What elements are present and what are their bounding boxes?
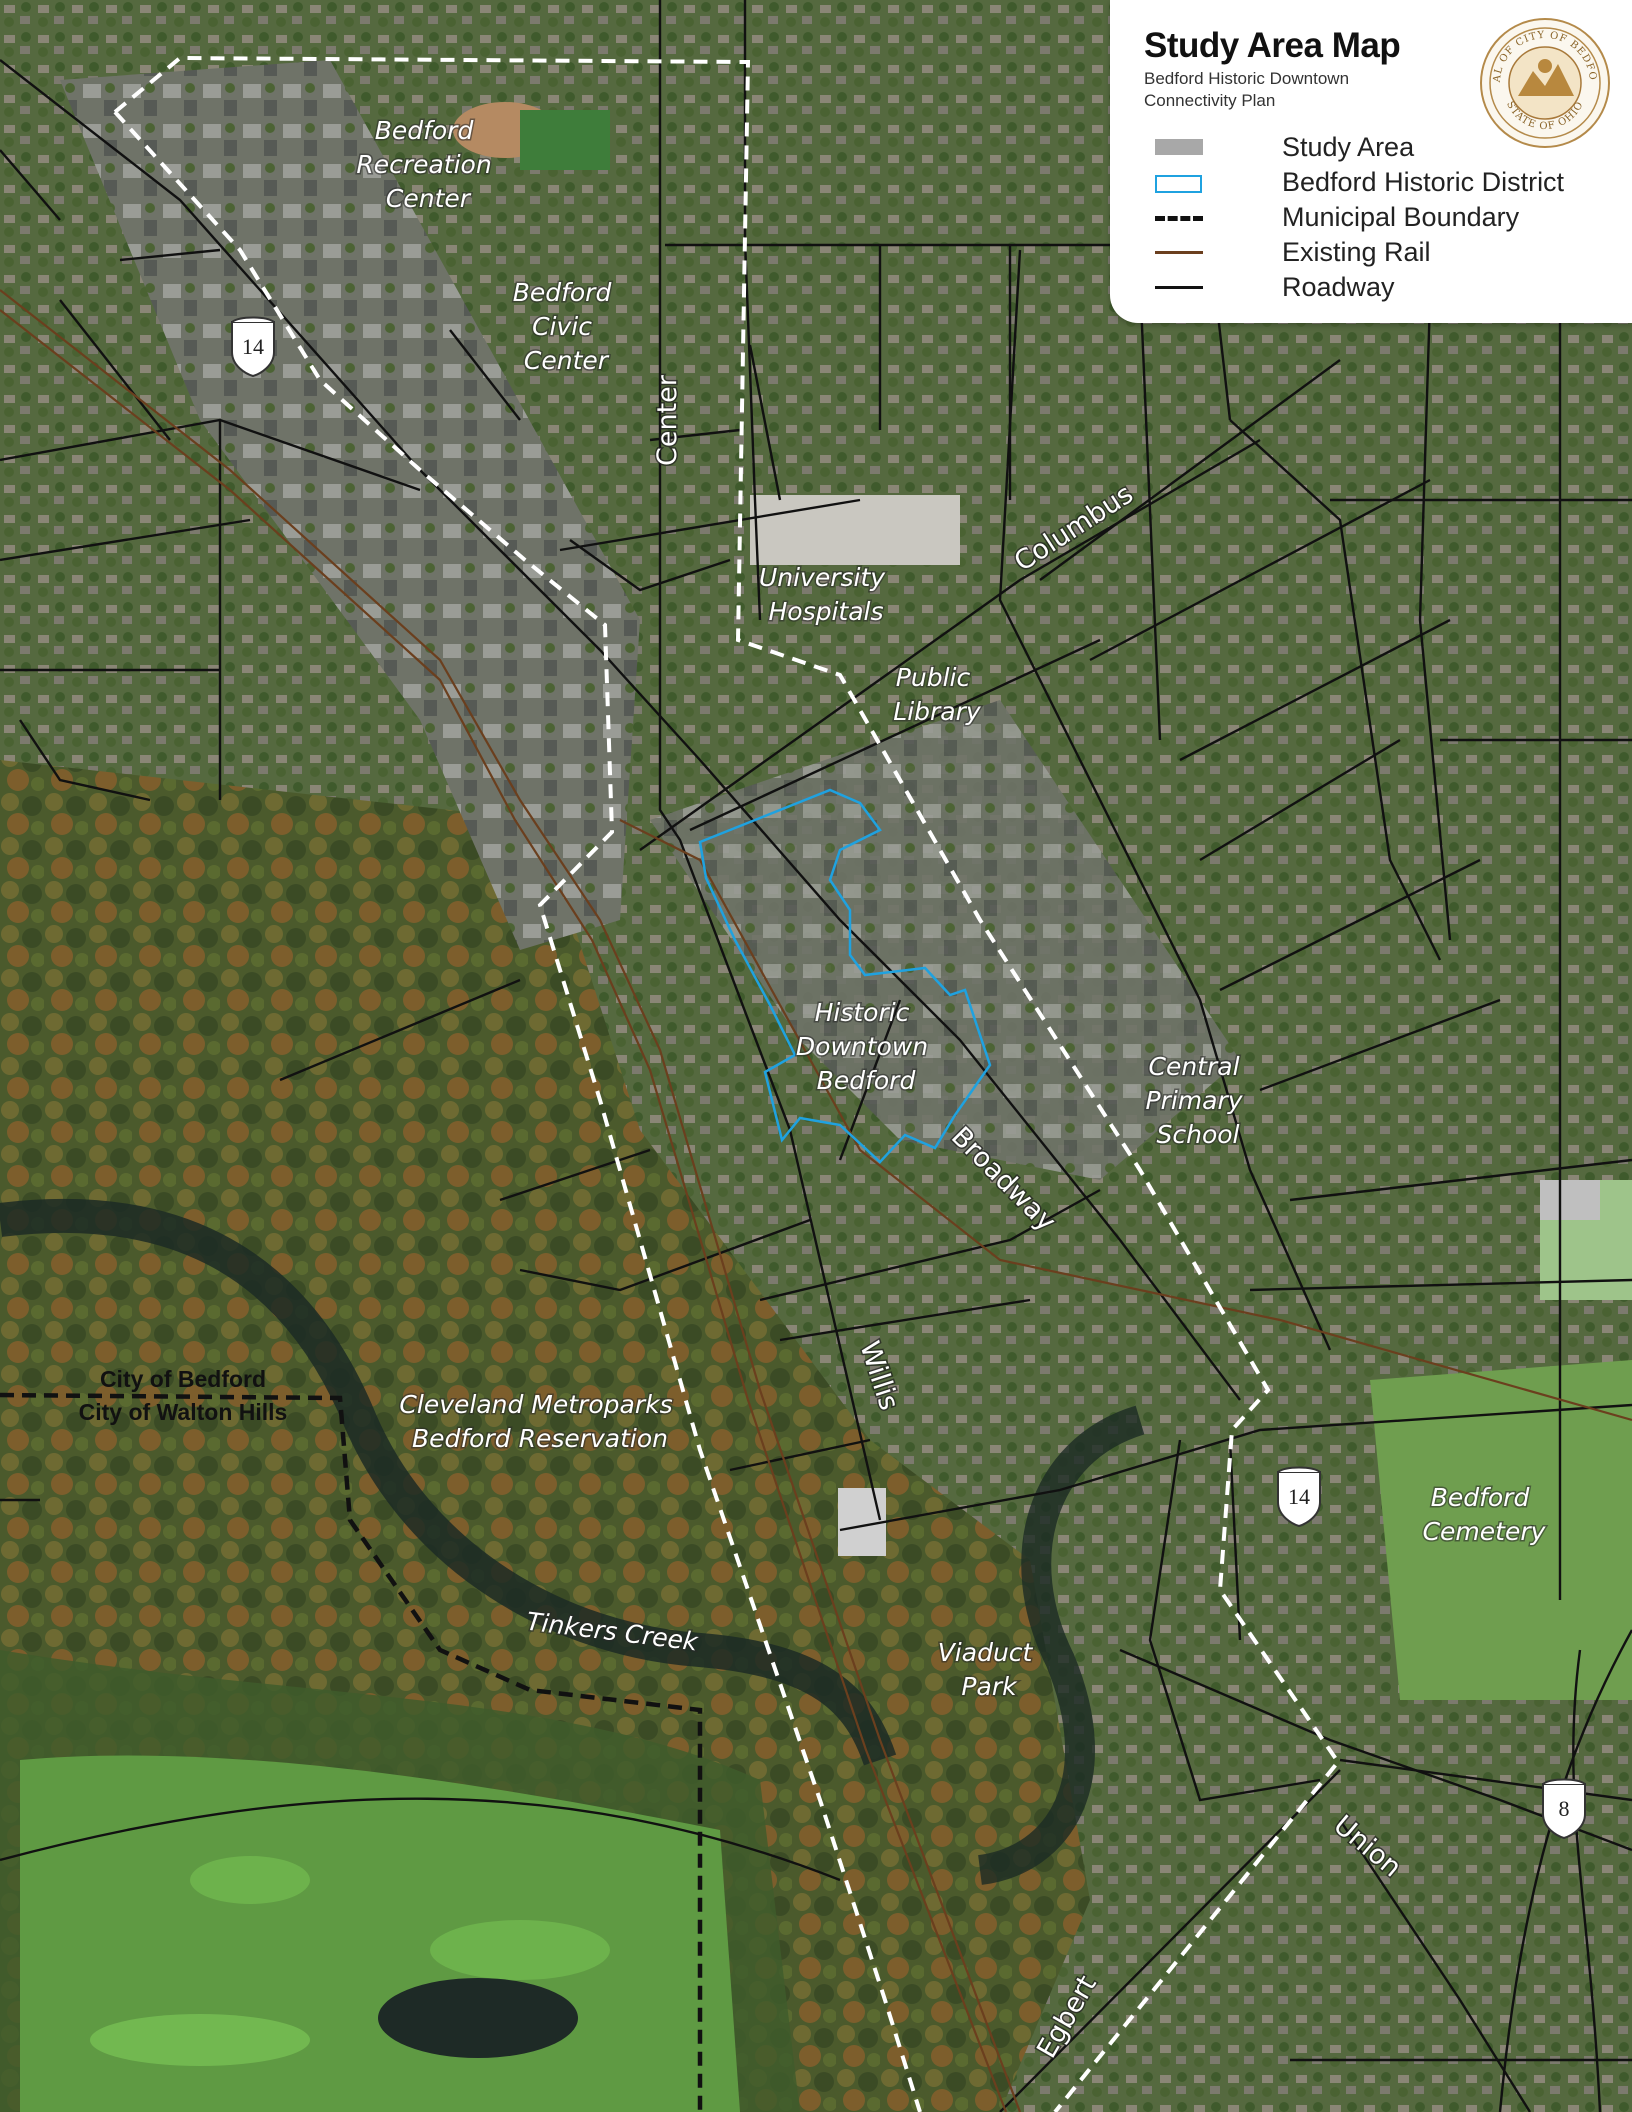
center-road-label: Center [652,374,683,466]
route-14-south-shield: 14 [1277,1466,1321,1528]
legend-item-label: Municipal Boundary [1282,202,1520,232]
route-8-shield: 8 [1542,1778,1586,1840]
bedford-cemetery-label: Bedford Cemetery [1423,1483,1547,1546]
svg-text:14: 14 [1288,1484,1310,1509]
recreation-center-label: Bedford Recreation Center [356,116,499,213]
legend-item-label: Study Area [1282,132,1415,162]
map-title: Study Area Map [1144,26,1401,65]
study-area-swatch [1155,139,1203,155]
svg-text:8: 8 [1559,1796,1570,1821]
historic-district-swatch [1155,175,1202,193]
study-area-boundary [113,55,1341,2112]
civic-center-label: Bedford Civic Center [513,278,620,375]
legend-item-label: Bedford Historic District [1282,167,1565,197]
municipal-boundary [0,1392,703,2112]
metroparks-label: Cleveland Metroparks Bedford Reservation [399,1390,680,1453]
roadway-swatch [1155,286,1203,289]
existing-rail-swatch [1155,251,1203,254]
city-seal-icon: SEAL OF CITY OF BEDFORD STATE OF OHIO [1478,16,1612,150]
public-library-label: Public Library [893,663,982,726]
route-14-north-shield: 14 [231,316,275,378]
svg-text:14: 14 [242,334,264,359]
city-of-walton-hills-label: City of Walton Hills [79,1399,288,1425]
central-primary-school-label: Central Primary School [1146,1052,1251,1149]
map-subtitle: Bedford Historic Downtown Connectivity P… [1144,69,1350,110]
municipal-boundary-swatch [1155,216,1203,221]
legend-item-label: Existing Rail [1282,237,1431,267]
viaduct-park-label: Viaduct Park [938,1638,1041,1701]
university-hospitals-label: University Hospitals [759,563,893,626]
historic-downtown-label: Historic Downtown Bedford [796,998,936,1095]
map-legend: Study Area Map Bedford Historic Downtown… [1110,0,1632,323]
legend-item-label: Roadway [1282,272,1395,302]
historic-district-outline [698,788,992,1164]
city-of-bedford-label: City of Bedford [100,1366,266,1392]
